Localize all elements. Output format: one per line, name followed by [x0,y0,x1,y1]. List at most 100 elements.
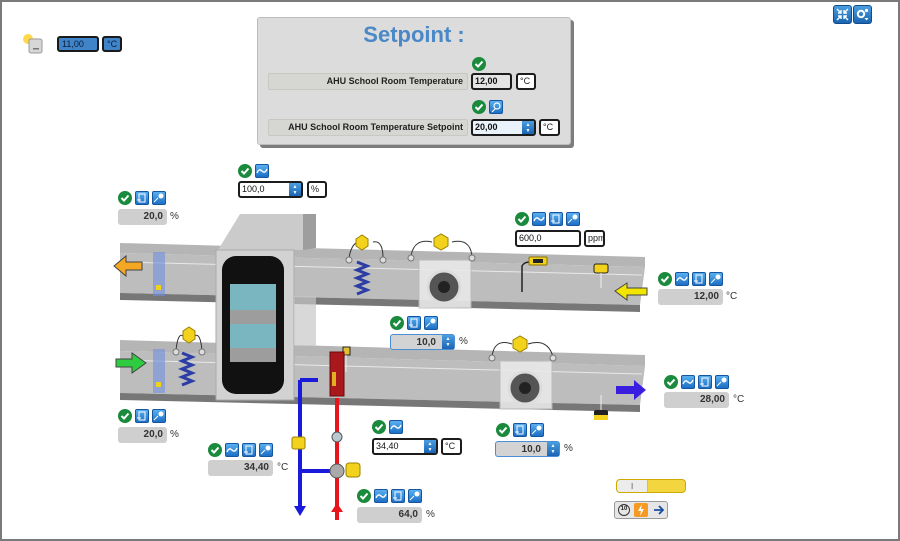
return-water-temperature-value: 34,40 [208,460,273,476]
status-ok-icon[interactable] [208,443,222,457]
manual-override-icon[interactable] [513,423,527,437]
status-ok-icon[interactable] [238,164,252,178]
forced-value-icon[interactable] [152,191,166,205]
status-ok-icon[interactable] [472,57,486,71]
supply-fan-spinner[interactable]: ▲▼ [547,442,559,456]
weather-sun-cloud-icon [20,32,44,54]
dp-sensor-exhaust-filter [345,234,387,264]
manual-override-icon[interactable] [242,443,256,457]
exhaust-fan-input[interactable]: 10,0 ▲▼ [390,334,455,350]
collapse-view-button[interactable] [833,5,852,24]
heating-setpoint-unit: °C [441,438,462,455]
exhaust-fan [418,259,472,309]
supply-fan-value: 10,0 [521,444,541,455]
forced-value-icon[interactable] [152,409,166,423]
status-ok-icon[interactable] [390,316,404,330]
lightning-icon[interactable] [634,503,648,517]
return-temperature-unit: °C [726,291,738,302]
room-temperature-setpoint-input[interactable]: 20,00 ▲▼ [471,119,536,136]
outdoor-temperature-field[interactable]: 11,00 [57,36,99,52]
settings-menu-button[interactable] [853,5,872,24]
heat-recovery-spinner[interactable]: ▲▼ [289,183,301,196]
exhaust-air-arrow [113,254,143,278]
trend-icon[interactable] [225,443,239,457]
collapse-arrows-icon [836,8,849,21]
forced-value-icon[interactable] [715,375,729,389]
supply-fan-input[interactable]: 10,0 ▲▼ [495,441,560,457]
status-ok-icon[interactable] [357,489,371,503]
heat-recovery-input[interactable]: 100,0 ▲▼ [238,181,303,198]
return-air-arrow [614,282,648,301]
heating-setpoint-value: 34,40 [376,441,399,451]
dp-sensor-supply-filter [172,326,206,356]
exhaust-fan-spinner[interactable]: ▲▼ [442,335,454,349]
room-temperature-setpoint-unit: °C [539,119,560,136]
status-ok-icon[interactable] [372,420,386,434]
status-ok-icon[interactable] [472,100,486,114]
forced-value-icon[interactable] [424,316,438,330]
trend-icon[interactable] [389,420,403,434]
manual-override-icon[interactable] [391,489,405,503]
manual-override-icon[interactable] [135,409,149,423]
supply-temperature-unit: °C [733,394,745,405]
heat-recovery-wheel [215,214,316,401]
heating-valve-unit: % [426,509,435,520]
forced-value-icon[interactable] [566,212,580,226]
room-temperature-setpoint-label: AHU School Room Temperature Setpoint [268,119,468,136]
manual-override-icon[interactable] [407,316,421,330]
trend-icon[interactable] [532,212,546,226]
exhaust-damper [153,252,165,296]
return-temperature-sensor [593,263,609,288]
schedule-icon[interactable] [489,100,503,114]
manual-override-icon[interactable] [549,212,563,226]
supply-temperature-sensor [594,395,608,420]
co2-value: 600,0 [515,230,581,247]
frost-thermostat [342,346,351,372]
manual-override-icon[interactable] [135,191,149,205]
exhaust-damper-unit: % [170,211,179,222]
forced-value-icon[interactable] [408,489,422,503]
slider-label: I [631,482,634,491]
manual-override-icon[interactable] [692,272,706,286]
exhaust-fan-unit: % [459,336,468,347]
status-ok-icon[interactable] [118,409,132,423]
outdoor-temperature-unit: °C [102,36,122,52]
heating-coil [329,351,345,397]
status-ok-icon[interactable] [658,272,672,286]
forced-value-icon[interactable] [709,272,723,286]
manual-override-icon[interactable] [698,375,712,389]
trend-icon[interactable] [675,272,689,286]
timer-10-icon[interactable]: 10 [618,504,630,516]
heat-recovery-unit: % [307,181,327,198]
room-temperature-value: 12,00 [471,73,512,90]
return-temperature-value: 12,00 [658,289,723,305]
status-ok-icon[interactable] [664,375,678,389]
status-ok-icon[interactable] [515,212,529,226]
heat-recovery-value: 100,0 [242,184,265,194]
slider-off-segment [617,480,648,492]
supply-fan [499,360,553,410]
supply-air-arrow [616,380,646,400]
trend-icon[interactable] [374,489,388,503]
gear-dropdown-icon [856,8,869,21]
supply-fan-unit: % [564,443,573,454]
exhaust-fan-value: 10,0 [416,337,436,348]
trend-icon[interactable] [255,164,269,178]
heating-setpoint-input[interactable]: 34,40 ▲▼ [372,438,438,455]
setpoint-spinner[interactable]: ▲▼ [522,121,534,134]
forced-value-icon[interactable] [259,443,273,457]
status-ok-icon[interactable] [496,423,510,437]
arrow-right-icon[interactable] [652,503,666,517]
exhaust-damper-value: 20,0 [118,209,167,225]
heating-setpoint-spinner[interactable]: ▲▼ [424,440,436,453]
status-ok-icon[interactable] [118,191,132,205]
hot-supply-pipe [331,398,343,520]
supply-temperature-value: 28,00 [664,392,729,408]
setpoint-panel: Setpoint : AHU School Room Temperature 1… [257,17,571,145]
supply-filter [177,351,197,387]
setpoint-title: Setpoint : [363,22,465,47]
dp-sensor-supply-fan [488,335,557,362]
trend-icon[interactable] [681,375,695,389]
mode-slider[interactable]: I [616,479,686,493]
forced-value-icon[interactable] [530,423,544,437]
